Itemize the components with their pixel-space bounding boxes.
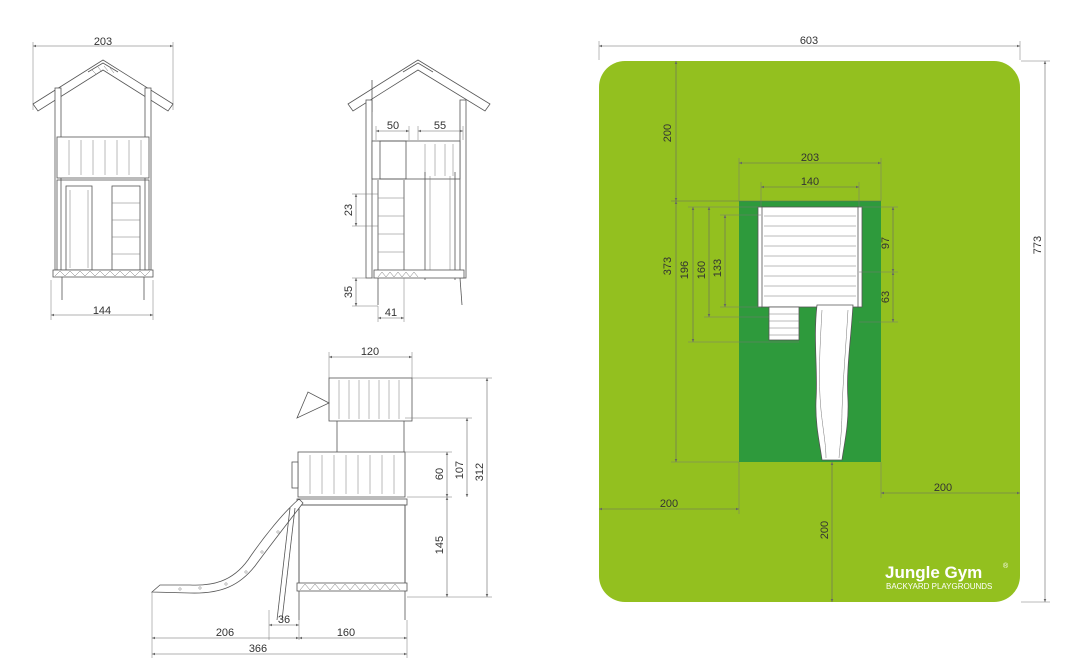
rail-height-label: 60	[434, 468, 446, 480]
brand-tagline: BACKYARD PLAYGROUNDS	[886, 582, 992, 591]
structure-length-label: 373	[662, 257, 674, 275]
plan-view: 603 773 200 203 140	[598, 35, 1050, 603]
right-margin-label: 200	[934, 482, 952, 494]
gap-label: 36	[278, 614, 290, 626]
total-length-label: 366	[249, 643, 267, 655]
tower-width-plan-label: 140	[801, 176, 819, 188]
top-margin-label: 200	[662, 124, 674, 142]
platform-height-label: 145	[434, 536, 446, 554]
ladder-foot-label: 41	[385, 307, 397, 319]
front-base-label: 144	[93, 305, 111, 317]
side-view: 50 55 23 35	[343, 59, 491, 322]
area-height-label: 773	[1032, 236, 1044, 254]
dim-160-label: 160	[696, 261, 708, 279]
brand-name: Jungle Gym	[885, 563, 982, 582]
dim-196-label: 196	[679, 261, 691, 279]
brand-logo: Jungle Gym ® BACKYARD PLAYGROUNDS	[885, 562, 1009, 591]
tower-width-label: 160	[337, 627, 355, 639]
slide-width-label: 55	[434, 120, 446, 132]
brand-registered: ®	[1003, 562, 1009, 570]
elevation-view: 120	[150, 346, 492, 658]
bottom-margin-label: 200	[819, 521, 831, 539]
roof-width-label: 120	[361, 346, 379, 358]
area-width-label: 603	[800, 35, 818, 47]
dim-97-label: 97	[880, 237, 892, 249]
total-height-label: 312	[474, 463, 486, 481]
structure-width-label: 203	[801, 152, 819, 164]
dim-63-label: 63	[880, 291, 892, 303]
slide-length-label: 206	[216, 627, 234, 639]
dim-133-label: 133	[712, 259, 724, 277]
front-width-label: 203	[94, 36, 112, 48]
left-margin-label: 200	[660, 498, 678, 510]
ground-clearance-label: 35	[343, 286, 355, 298]
upper-height-label: 107	[454, 461, 466, 479]
front-view: 203	[32, 36, 174, 320]
rung-spacing-label: 23	[343, 204, 355, 216]
ladder-width-label: 50	[387, 120, 399, 132]
